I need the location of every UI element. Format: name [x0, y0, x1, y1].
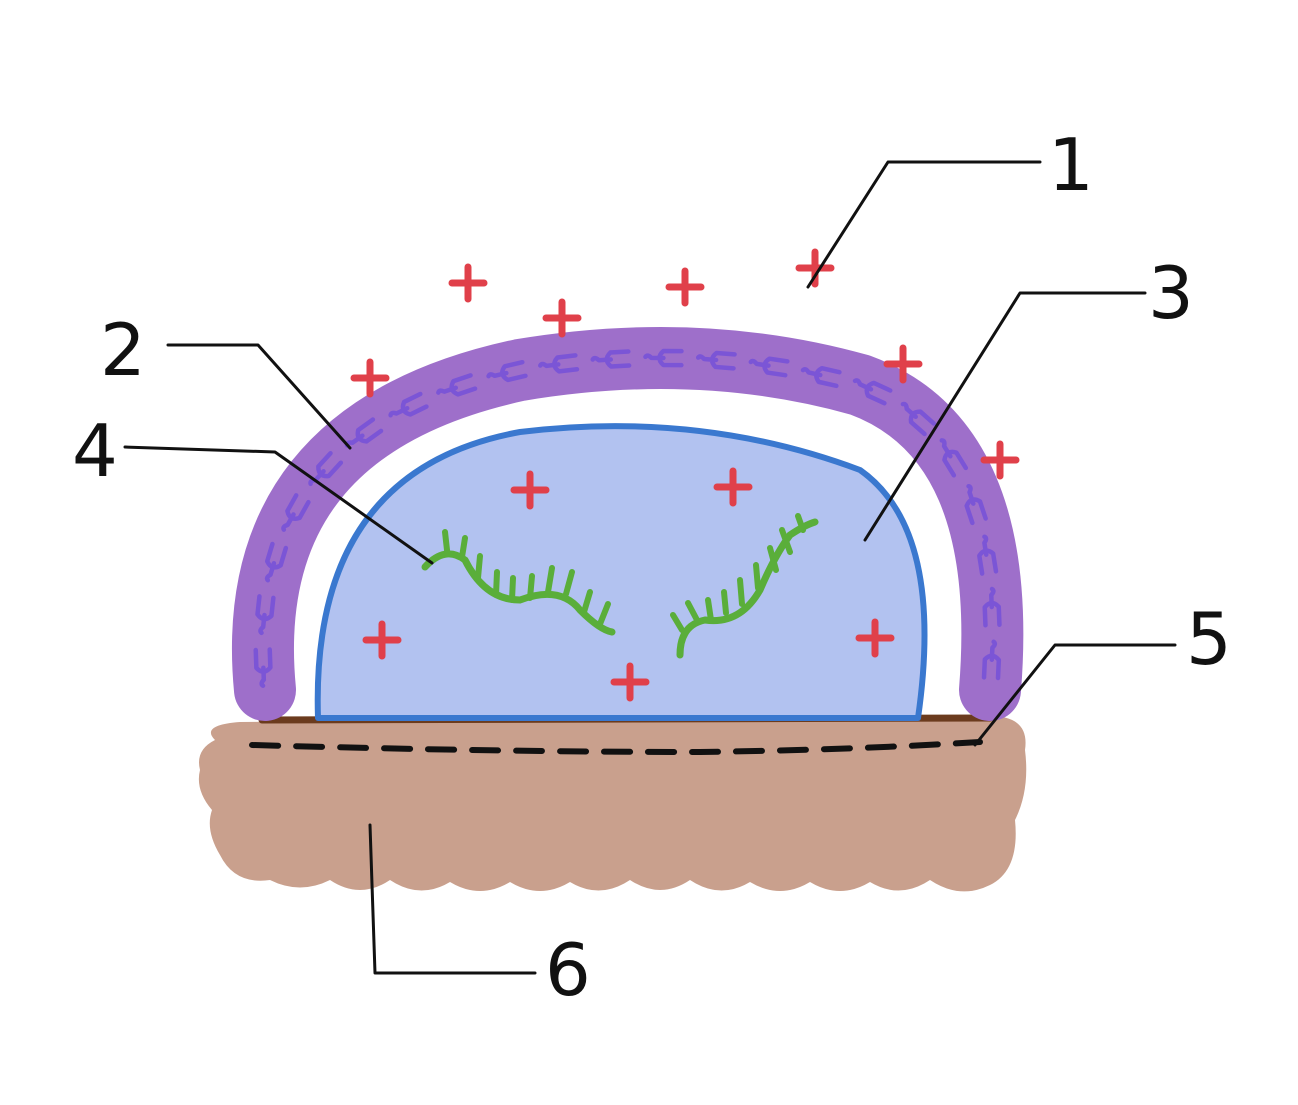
leader-line-4	[123, 445, 434, 565]
plus-sign-icon	[610, 662, 650, 702]
surface-glyph-icon	[281, 493, 311, 532]
leader-lines	[123, 160, 1177, 975]
surface-glyph-icon	[748, 356, 790, 378]
plus-sign-icon	[665, 267, 705, 307]
plus-sign-icon	[980, 440, 1020, 480]
surface-glyph-icon	[800, 365, 842, 389]
outer-layer	[231, 327, 1024, 721]
dashed-boundary-line	[249, 739, 983, 756]
plus-sign-icon	[362, 620, 402, 660]
plus-sign-icon	[713, 467, 753, 507]
base-surface	[198, 714, 1027, 892]
cell-body	[314, 423, 928, 721]
strand-left	[421, 550, 616, 636]
cell-body-fill	[314, 423, 928, 721]
label-1: 1	[1048, 123, 1094, 207]
leader-line-1	[806, 160, 1042, 289]
surface-glyph-icon	[939, 438, 969, 478]
branched-strand-icon	[421, 529, 616, 636]
plus-sign-icon	[510, 470, 550, 510]
base-blob	[198, 716, 1027, 892]
outer-layer-glyphs	[253, 348, 1002, 688]
leader-line-6	[368, 823, 537, 975]
strand-left-branches	[442, 529, 611, 627]
label-4: 4	[72, 409, 118, 493]
genetic-strands	[421, 513, 819, 659]
surface-glyph-icon	[977, 534, 999, 576]
surface-glyph-icon	[900, 401, 937, 437]
leader-line-3	[863, 291, 1147, 542]
surface-glyph-icon	[964, 483, 988, 526]
charges	[350, 248, 1020, 702]
label-3: 3	[1148, 251, 1194, 335]
leader-line-2	[166, 343, 352, 450]
surface-glyph-icon	[590, 349, 632, 369]
outer-layer-band	[231, 327, 1024, 721]
surface-glyph-icon	[388, 391, 429, 418]
surface-glyph-icon	[264, 541, 289, 583]
surface-glyph-icon	[436, 373, 478, 397]
labels: 1 2 3 4 5 6	[72, 123, 1232, 1012]
plus-sign-icon	[542, 298, 582, 338]
label-6: 6	[545, 928, 591, 1012]
surface-glyph-icon	[695, 350, 737, 371]
label-2: 2	[100, 308, 146, 392]
strand-right-branches	[670, 513, 806, 633]
surface-glyph-icon	[852, 378, 893, 406]
leader-line-5	[973, 643, 1177, 747]
surface-glyph-icon	[538, 353, 580, 374]
plus-sign-icon	[883, 344, 923, 384]
plus-sign-icon	[350, 358, 390, 398]
surface-glyph-icon	[255, 594, 276, 636]
surface-glyph-icon	[643, 348, 684, 368]
label-5: 5	[1186, 597, 1232, 681]
surface-glyph-icon	[486, 359, 528, 383]
plus-sign-icon	[448, 263, 488, 303]
plus-sign-icon	[855, 618, 895, 658]
branched-strand-icon	[670, 513, 819, 659]
surface-glyph-icon	[253, 647, 273, 688]
surface-glyph-icon	[982, 586, 1002, 628]
surface-glyph-icon	[981, 639, 1002, 681]
